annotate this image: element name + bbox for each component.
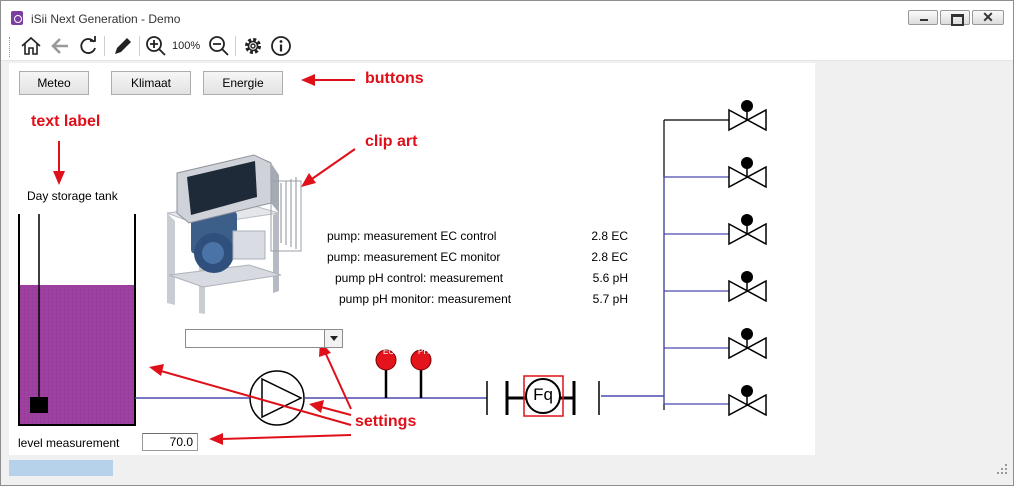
zoom-in-icon[interactable] [144, 34, 168, 58]
progress-bar [9, 460, 113, 476]
valve[interactable] [728, 271, 767, 303]
flow-meter-label: Fq [533, 385, 553, 404]
machine-clip-art [166, 154, 302, 314]
empty-workspace [815, 63, 1013, 455]
gear-icon[interactable] [241, 34, 265, 58]
toolbar: 100% [1, 31, 1013, 61]
measurement-name: pump: measurement EC control [327, 229, 497, 243]
measurement-name: pump pH control: measurement [335, 271, 504, 285]
valve[interactable] [728, 328, 767, 360]
zoom-out-icon[interactable] [207, 34, 231, 58]
title-bar: iSii Next Generation - Demo ✕ [1, 1, 1013, 31]
annotation-buttons: buttons [365, 70, 424, 87]
home-icon[interactable] [19, 34, 43, 58]
annotation-clip-art: clip art [365, 133, 418, 150]
main-pipe [135, 381, 664, 415]
toolbar-grip [9, 37, 12, 57]
annotation-settings: settings [355, 413, 417, 430]
valve[interactable] [728, 157, 767, 189]
level-sensor [30, 397, 48, 413]
toolbar-separator [104, 36, 105, 56]
day-storage-tank[interactable] [18, 214, 136, 426]
valve[interactable] [728, 100, 767, 132]
process-diagram [18, 74, 767, 445]
meteo-button[interactable]: Meteo [19, 71, 89, 95]
annotation-arrows [53, 74, 356, 445]
settings-dropdown[interactable] [185, 329, 343, 348]
window-title: iSii Next Generation - Demo [31, 12, 181, 26]
process-canvas: Meteo Klimaat Energie Day storage tank [9, 63, 815, 455]
minimize-button[interactable] [908, 10, 938, 25]
back-arrow-icon[interactable] [48, 34, 72, 58]
app-icon [11, 11, 23, 25]
measurement-name: pump pH monitor: measurement [339, 292, 512, 306]
energie-button[interactable]: Energie [203, 71, 283, 95]
annotation-text-label: text label [31, 113, 101, 130]
klimaat-button[interactable]: Klimaat [111, 71, 191, 95]
ph-sensor[interactable] [410, 349, 432, 398]
pencil-icon[interactable] [111, 34, 135, 58]
ec-sensor-text: EC [383, 347, 395, 356]
level-measurement-label: level measurement [18, 436, 120, 450]
ph-sensor-text: PH [418, 347, 430, 356]
toolbar-separator [139, 36, 140, 56]
refresh-icon[interactable] [76, 34, 100, 58]
toolbar-separator [235, 36, 236, 56]
distribution-header [663, 119, 729, 410]
maximize-button[interactable] [940, 10, 970, 26]
close-button[interactable]: ✕ [972, 9, 1004, 25]
ec-sensor-label: EC [383, 347, 395, 356]
pump-symbol[interactable] [249, 370, 305, 426]
close-icon: ✕ [982, 9, 994, 25]
resize-grip-icon[interactable] [997, 464, 1007, 474]
chevron-down-icon[interactable] [324, 330, 342, 347]
info-icon[interactable] [269, 34, 293, 58]
ph-sensor-label: PH [418, 347, 430, 356]
measurement-value: 2.8 EC [591, 250, 628, 264]
flow-meter[interactable] [505, 375, 576, 417]
valve[interactable] [728, 214, 767, 246]
valve[interactable] [728, 385, 767, 417]
measurement-value: 5.6 pH [592, 271, 628, 285]
measurement-name: pump: measurement EC monitor [327, 250, 501, 264]
measurement-value: 2.8 EC [591, 229, 628, 243]
ec-sensor[interactable] [375, 349, 397, 398]
level-measurement-field[interactable]: 70.0 [142, 433, 198, 451]
zoom-level: 100% [172, 40, 201, 52]
tank-label: Day storage tank [27, 189, 118, 203]
measurement-value: 5.7 pH [592, 292, 628, 306]
status-bar [1, 456, 1013, 485]
